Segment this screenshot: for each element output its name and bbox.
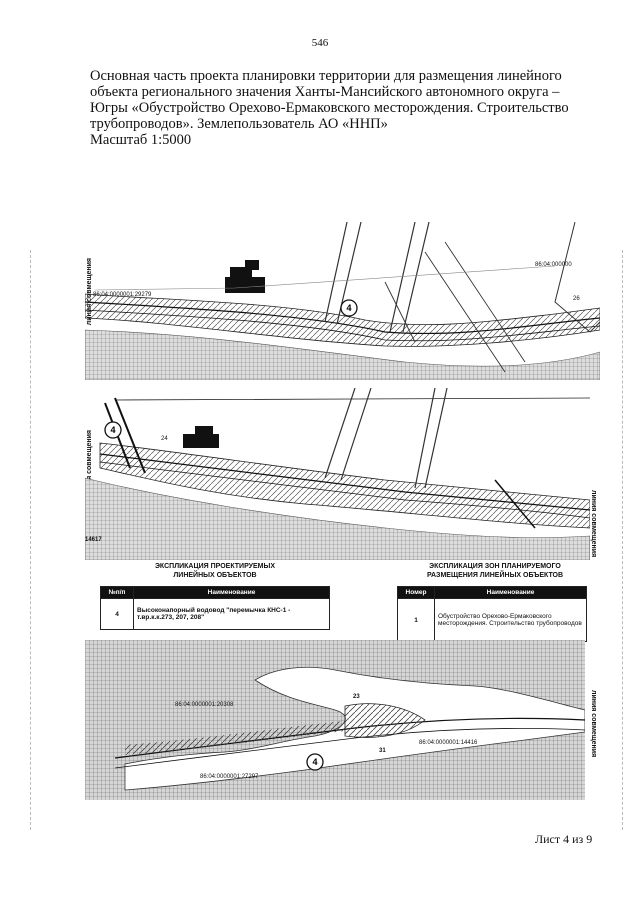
- table-row: 4 Высоконапорный водовод "перемычка КНС-…: [100, 598, 330, 630]
- scan-edge: [622, 250, 624, 830]
- column-header: Наименование: [133, 586, 330, 599]
- map-fragment-2: 4 24 14617: [85, 388, 590, 560]
- object-marker: [306, 753, 324, 771]
- planning-zones-table: Номер Наименование 1 Обустройство Орехов…: [397, 586, 587, 642]
- heading-line: объекта регионального значения Ханты-Ман…: [90, 84, 560, 100]
- row-number: 1: [397, 598, 435, 642]
- heading-line: Югры «Обустройство Орехово-Ермаковского …: [90, 100, 569, 116]
- table-row: 1 Обустройство Орехово-Ермаковского мест…: [397, 598, 587, 642]
- marker-label: 4: [346, 303, 351, 313]
- marker-label: 4: [312, 757, 317, 767]
- table-title: ЭКСПЛИКАЦИЯ ЗОН ПЛАНИРУЕМОГО РАЗМЕЩЕНИЯ …: [426, 563, 564, 579]
- map-fragment-3: 4 86:04:0000001:20308 86:04:0000001:1441…: [85, 640, 585, 800]
- row-name: Высоконапорный водовод "перемычка КНС-1 …: [133, 598, 330, 630]
- cadastral-number: 86:04:0000001:20308: [175, 702, 234, 708]
- cadastral-number: 14617: [85, 537, 102, 543]
- cadastral-number: 86:04:0000001:14416: [419, 740, 478, 746]
- sheet-number: Лист 4 из 9: [535, 832, 593, 846]
- marker-label: 4: [110, 425, 115, 435]
- object-marker: [104, 421, 122, 439]
- map-fragment-1: 4 86:04:000000 86:04:0000001:29279 26: [85, 222, 600, 380]
- document-heading: Основная часть проекта планировки террит…: [90, 68, 580, 148]
- table-title: ЭКСПЛИКАЦИЯ ПРОЕКТИРУЕМЫХ ЛИНЕЙНЫХ ОБЪЕК…: [154, 563, 276, 579]
- scan-edge: [30, 250, 32, 830]
- column-header: Наименование: [434, 586, 587, 599]
- point-label: 26: [573, 296, 580, 302]
- map-1-drawing: 4 86:04:000000 86:04:0000001:29279 26: [85, 222, 600, 380]
- point-label: 24: [161, 436, 168, 442]
- heading-line: трубопроводов». Землепользователь АО «НН…: [90, 116, 388, 132]
- page-number: 546: [311, 37, 329, 49]
- cadastral-number: 86:04:0000001:29279: [93, 292, 152, 298]
- row-number: 4: [100, 598, 134, 630]
- column-header: №п/п: [100, 586, 134, 599]
- point-label: 31: [379, 748, 386, 754]
- point-label: 23: [353, 694, 360, 700]
- match-line-label: линия совмещения: [590, 490, 597, 558]
- match-line-label: линия совмещения: [590, 690, 597, 758]
- cadastral-number: 86:04:0000001:27297: [200, 774, 259, 780]
- linear-objects-table: №п/п Наименование 4 Высоконапорный водов…: [100, 586, 330, 630]
- cadastral-number: 86:04:000000: [535, 262, 572, 268]
- map-3-drawing: 4 86:04:0000001:20308 86:04:0000001:1441…: [85, 640, 585, 800]
- heading-line: Основная часть проекта планировки террит…: [90, 68, 562, 84]
- object-marker: [340, 299, 358, 317]
- map-2-drawing: 4 24 14617: [85, 388, 590, 560]
- scale-label: Масштаб 1:5000: [90, 132, 192, 148]
- column-header: Номер: [397, 586, 435, 599]
- row-name: Обустройство Орехово-Ермаковского местор…: [434, 598, 587, 642]
